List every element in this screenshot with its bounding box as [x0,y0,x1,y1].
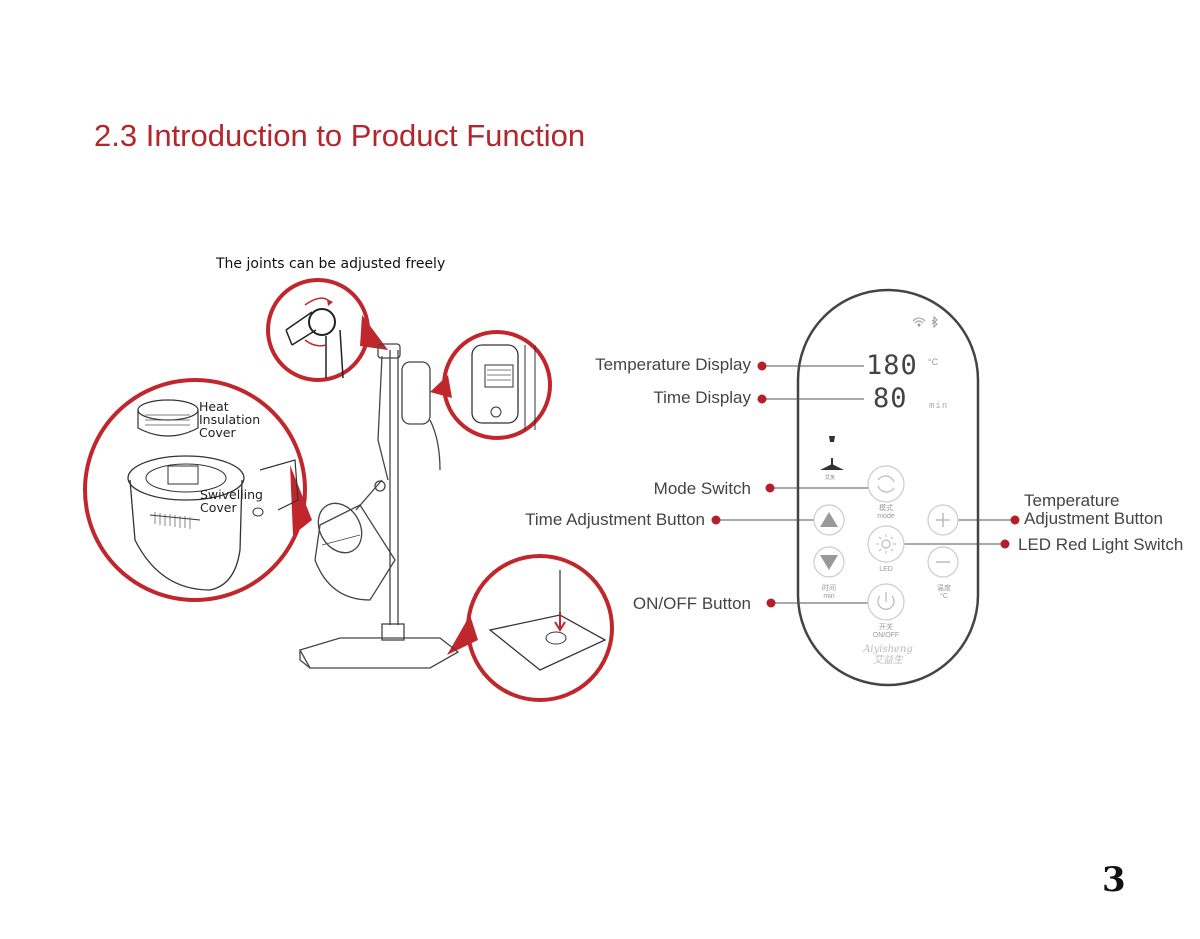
temperature-display-label: Temperature Display [595,355,751,374]
mode-caption: 模式 mode [868,505,904,521]
led-button[interactable] [867,525,905,563]
mode-caption-en: mode [877,513,895,520]
power-caption: 开关 ON/OFF [866,624,906,640]
led-switch-label: LED Red Light Switch [1018,535,1184,554]
temperature-adjustment-line-2: Adjustment Button [1024,509,1163,528]
led-caption: LED [879,566,893,573]
swivelling-cover-label: Swivelling Cover [200,488,263,514]
temp-caption-cn: 温度 [937,585,951,592]
time-readout: 80 [873,383,908,414]
temperature-readout: 180 [866,350,918,381]
brand-en: Aiyisheng [863,644,913,655]
power-button[interactable] [867,583,905,621]
temp-caption: 温度 °C [926,585,962,601]
callout-lines [716,365,1015,604]
mode-caption-cn: 模式 [879,505,893,512]
time-up-button[interactable] [813,504,845,536]
heat-insulation-cover-label: Heat Insulation Cover [199,400,260,439]
base-button-detail-circle [447,554,614,702]
heat-cover-line-3: Cover [199,425,236,440]
control-box-detail-circle [430,330,552,440]
page-number: 3 [1102,860,1126,900]
time-down-button[interactable] [813,546,845,578]
power-caption-en: ON/OFF [872,632,900,639]
mode-switch-label: Mode Switch [653,479,751,498]
temperature-adjustment-label: Temperature Adjustment Button [1024,492,1163,528]
temp-minus-button[interactable] [927,546,959,578]
moxa-drop-icon [829,436,835,442]
swivel-cover-line-2: Cover [200,500,237,515]
swivel-cover-line-1: Swivelling [200,487,263,502]
wifi-icon [912,317,926,327]
temp-plus-button[interactable] [927,504,959,536]
brand-cn: 艾益生 [873,655,903,666]
bluetooth-icon [931,315,938,329]
moxa-icon-label: 艾灸 [825,475,836,481]
time-unit: min [929,401,949,411]
temperature-unit: °C [928,357,939,367]
heat-cover-line-1: Heat [199,399,229,414]
heat-cover-detail-circle [83,378,312,602]
time-caption: 时间 min [811,585,847,601]
moxa-lamp-icon [820,458,844,470]
onoff-button-label: ON/OFF Button [632,594,751,613]
callout-dots [711,361,1020,608]
brand-logo: Aiyisheng 艾益生 [858,644,918,666]
time-display-label: Time Display [653,388,751,407]
temperature-adjustment-line-1: Temperature [1024,491,1120,510]
joints-caption: The joints can be adjusted freely [216,256,446,272]
time-caption-cn: 时间 [822,585,836,592]
page-title: 2.3 Introduction to Product Function [94,118,586,153]
temp-caption-en: °C [940,593,948,600]
joint-detail-circle [266,278,388,382]
heat-cover-line-2: Insulation [199,412,261,427]
time-caption-en: min [823,593,835,600]
mode-button[interactable] [867,465,905,503]
power-caption-cn: 开关 [879,624,893,631]
time-adjustment-label: Time Adjustment Button [525,510,705,529]
lamp-drawing [299,343,460,669]
